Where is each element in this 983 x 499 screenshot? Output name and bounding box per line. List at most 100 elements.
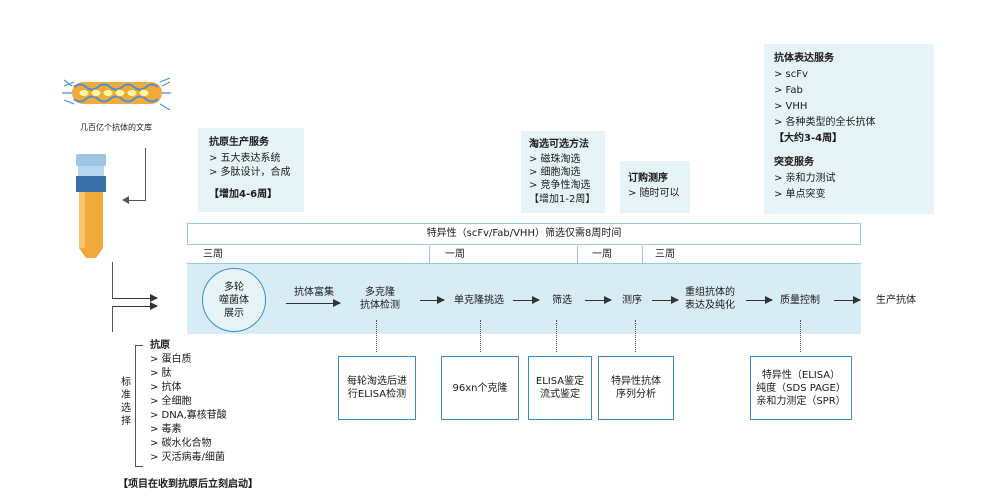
week-label: 三周	[655, 249, 675, 260]
vertical-char: 择	[121, 416, 131, 427]
antigen-item: > 肽	[150, 368, 172, 379]
panning-note: 【增加1-2周】	[529, 194, 596, 205]
panning-item: > 细胞淘选	[529, 167, 581, 178]
step-recombinant-line: 重组抗体的	[685, 287, 735, 298]
sequencing-title: 订购测序	[628, 173, 668, 184]
step-enrichment: 抗体富集	[294, 287, 334, 298]
dotted-connector	[556, 320, 557, 352]
antigen-item: > 蛋白质	[150, 354, 192, 365]
phage-library-illustration	[60, 70, 172, 116]
arrow-icon	[112, 302, 158, 310]
week-divider	[577, 246, 578, 264]
vertical-char: 准	[121, 390, 131, 401]
week-divider	[642, 246, 643, 264]
mutation-title: 突变服务	[774, 157, 814, 168]
week-label: 一周	[445, 249, 465, 260]
detail-elisa-line: 行ELISA检测	[347, 389, 407, 400]
detail-quality-control: 特异性（ELISA） 纯度（SDS PAGE） 亲和力测定（SPR）	[750, 356, 852, 420]
bracket-line	[135, 345, 136, 467]
step-sequencing: 测序	[622, 295, 642, 306]
detail-sequence-analysis: 特异性抗体 序列分析	[598, 356, 674, 420]
panning-panel: 淘选可选方法 > 磁珠淘选 > 细胞淘选 > 竞争性淘选 【增加1-2周】	[521, 131, 605, 213]
sequencing-item: > 随时可以	[628, 188, 680, 199]
phage-display-label: 多轮	[224, 281, 244, 293]
antigen-service-note: 【增加4-6周】	[209, 189, 278, 200]
arrow-icon	[834, 296, 861, 304]
panning-item: > 磁珠淘选	[529, 154, 581, 165]
arrow-icon	[420, 296, 445, 304]
arrow-icon	[112, 294, 158, 302]
library-caption: 几百亿个抗体的文库	[80, 123, 152, 132]
arrow-icon	[746, 296, 773, 304]
detail-screening: ELISA鉴定 流式鉴定	[528, 356, 592, 420]
standard-choice-label: 标 准 选 择	[120, 376, 132, 428]
expression-item: > VHH	[774, 101, 808, 112]
arrow-icon	[652, 296, 679, 304]
vertical-char: 标	[121, 377, 131, 388]
antigen-item: > 全细胞	[150, 396, 192, 407]
dotted-connector	[800, 320, 801, 352]
detail-screening-line: 流式鉴定	[540, 389, 580, 400]
step-recombinant-line: 表达及纯化	[685, 300, 735, 311]
connector-line	[112, 262, 113, 298]
antigen-service-panel: 抗原生产服务 > 五大表达系统 > 多肽设计，合成 【增加4-6周】	[198, 128, 304, 212]
detail-clones-text: 96xn个克隆	[452, 382, 508, 394]
dotted-connector	[635, 320, 636, 352]
mutation-item: > 单点突变	[774, 189, 826, 200]
panning-title: 淘选可选方法	[529, 139, 589, 150]
bracket-line	[135, 466, 143, 467]
step-quality-control: 质量控制	[780, 295, 820, 306]
antigen-service-title: 抗原生产服务	[209, 137, 269, 148]
dotted-connector	[376, 320, 377, 352]
expression-note: 【大约3-4周】	[774, 133, 843, 144]
expression-panel: 抗体表达服务 > scFv > Fab > VHH > 各种类型的全长抗体 【大…	[764, 44, 934, 214]
detail-seq-line: 序列分析	[616, 389, 656, 400]
antigen-item: > 抗体	[150, 382, 182, 393]
expression-item: > scFv	[774, 69, 808, 80]
step-monoclonal: 单克隆挑选	[454, 295, 504, 306]
test-tube-icon	[74, 154, 108, 258]
antigen-item: > 毒素	[150, 424, 182, 435]
connector-line	[145, 148, 146, 200]
detail-clones: 96xn个克隆	[441, 356, 519, 420]
phage-display-label: 噬菌体	[219, 294, 249, 306]
flow-band	[187, 264, 861, 334]
antigen-footer: 【项目在收到抗原后立刻启动】	[118, 479, 258, 490]
bracket-line	[135, 345, 143, 346]
week-label: 一周	[592, 249, 612, 260]
week-label: 三周	[203, 249, 223, 260]
step-screening: 筛选	[552, 295, 572, 306]
detail-qc-line: 亲和力测定（SPR）	[756, 395, 846, 407]
detail-elisa: 每轮淘选后进 行ELISA检测	[338, 356, 416, 420]
arrow-left-icon	[122, 196, 129, 204]
phage-display-circle: 多轮 噬菌体 展示	[202, 268, 266, 332]
antigen-service-item: > 五大表达系统	[209, 153, 281, 164]
connector-line	[128, 200, 146, 201]
week-divider	[429, 246, 430, 264]
detail-seq-line: 特异性抗体	[611, 376, 661, 387]
antigen-item: > 碳水化合物	[150, 438, 212, 449]
sequencing-panel: 订购测序 > 随时可以	[620, 161, 690, 213]
dotted-connector	[480, 320, 481, 352]
week-row: 三周 一周 一周 三周	[187, 246, 861, 264]
detail-screening-line: ELISA鉴定	[535, 376, 585, 387]
step-polyclonal: 多克隆 抗体检测	[350, 286, 410, 312]
detail-qc-line: 特异性（ELISA）	[761, 369, 841, 381]
expression-item: > 各种类型的全长抗体	[774, 117, 876, 128]
antigen-title: 抗原	[150, 340, 170, 351]
phage-icon	[62, 77, 171, 111]
expression-title: 抗体表达服务	[774, 53, 834, 64]
timeline-header: 特异性（scFv/Fab/VHH）筛选仅需8周时间	[187, 223, 861, 245]
antigen-item: > DNA,寡核苷酸	[150, 410, 227, 421]
detail-qc-line: 纯度（SDS PAGE）	[756, 382, 846, 394]
step-recombinant: 重组抗体的 表达及纯化	[677, 286, 743, 312]
arrow-icon	[513, 296, 540, 304]
antigen-item: > 灭活病毒/细菌	[150, 452, 225, 463]
step-production: 生产抗体	[876, 295, 916, 306]
vertical-char: 选	[121, 403, 131, 414]
connector-line	[112, 306, 113, 332]
mutation-item: > 亲和力测试	[774, 173, 836, 184]
phage-display-label: 展示	[224, 307, 244, 319]
arrow-icon	[286, 299, 341, 307]
timeline-header-text: 特异性（scFv/Fab/VHH）筛选仅需8周时间	[426, 228, 622, 239]
